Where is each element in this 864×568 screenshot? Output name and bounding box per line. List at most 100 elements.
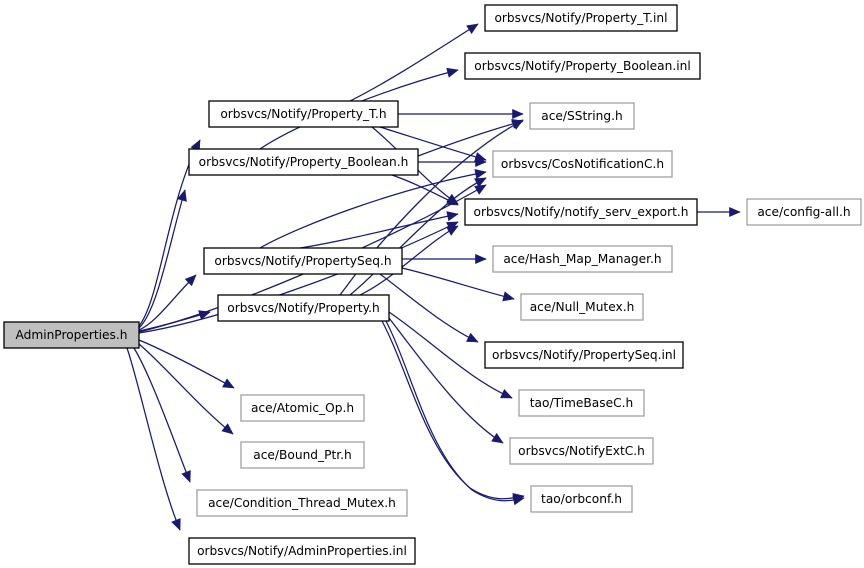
node-label: ace/Atomic_Op.h [251, 401, 354, 415]
node-sstring[interactable]: ace/SString.h [529, 102, 635, 130]
edge-line [126, 347, 181, 531]
node-atomic_op[interactable]: ace/Atomic_Op.h [240, 394, 365, 422]
node-admin_inl[interactable]: orbsvcs/Notify/AdminProperties.inl [188, 537, 416, 565]
node-prop_h[interactable]: orbsvcs/Notify/Property.h [217, 294, 390, 322]
node-rect[interactable] [240, 441, 365, 469]
node-null_mutex[interactable]: ace/Null_Mutex.h [520, 293, 644, 321]
node-rect[interactable] [520, 293, 644, 321]
edge-prop_t_h-to-sstring [398, 108, 524, 120]
node-prop_b_inl[interactable]: orbsvcs/Notify/Property_Boolean.inl [464, 52, 701, 80]
edge-admin-to-bound_ptr [138, 343, 234, 435]
edge-arrowhead [171, 518, 181, 531]
edge-propseq_h-to-propseq_inl [379, 273, 479, 343]
edge-arrowhead [446, 211, 459, 222]
node-rect[interactable] [484, 341, 684, 369]
edge-arrowhead [512, 108, 524, 120]
node-timebase[interactable]: tao/TimeBaseC.h [518, 389, 645, 417]
node-rect[interactable] [188, 537, 416, 565]
edge-prop_h-to-notifyext [388, 317, 504, 444]
node-rect[interactable] [208, 100, 399, 128]
edge-arrowhead [511, 119, 524, 130]
node-rect[interactable] [196, 489, 408, 517]
edge-line [299, 213, 459, 249]
node-rect[interactable] [464, 198, 698, 226]
node-label: orbsvcs/Notify/Property_Boolean.inl [474, 59, 690, 73]
node-prop_bool_h[interactable]: orbsvcs/Notify/Property_Boolean.h [188, 148, 419, 176]
edge-arrowhead [475, 253, 487, 265]
node-rect[interactable] [518, 389, 645, 417]
node-rect[interactable] [492, 245, 673, 273]
node-prop_t_inl[interactable]: orbsvcs/Notify/Property_T.inl [484, 4, 678, 32]
node-propseq_h[interactable]: orbsvcs/Notify/PropertySeq.h [203, 247, 403, 275]
node-rect[interactable] [509, 437, 654, 465]
node-label: ace/Bound_Ptr.h [253, 448, 352, 462]
edge-arrowhead [491, 432, 504, 444]
edge-line [259, 171, 487, 249]
edge-line [138, 343, 234, 435]
edge-arrowhead [446, 67, 459, 78]
edge-propseq_h-to-hashmap [402, 253, 487, 265]
edge-line [133, 347, 191, 483]
edge-line [379, 273, 479, 343]
node-rect[interactable] [746, 198, 862, 226]
node-rect[interactable] [203, 247, 403, 275]
edge-line [388, 311, 513, 399]
node-rect[interactable] [464, 52, 701, 80]
node-label: ace/Null_Mutex.h [530, 300, 635, 314]
node-label: ace/Hash_Map_Manager.h [503, 252, 661, 266]
edge-arrowhead [729, 206, 741, 218]
node-label: orbsvcs/Notify/Property.h [227, 301, 379, 315]
edge-line [138, 221, 459, 334]
edge-arrowhead [446, 225, 459, 236]
node-serv_export[interactable]: orbsvcs/Notify/notify_serv_export.h [464, 198, 698, 226]
edge-admin-to-atomic_op [138, 339, 235, 389]
node-hashmap[interactable]: ace/Hash_Map_Manager.h [492, 245, 673, 273]
edge-arrowhead [466, 332, 479, 343]
edge-line [138, 311, 211, 332]
edge-propseq_h-to-serv_export [299, 211, 459, 249]
node-label: tao/TimeBaseC.h [530, 396, 633, 410]
node-cosnotif[interactable]: orbsvcs/CosNotificationC.h [492, 150, 673, 178]
edge-prop_t_h-to-prop_t_inl [349, 23, 479, 102]
edge-arrowhead [181, 470, 191, 483]
edge-line [379, 126, 487, 161]
edge-arrowhead [474, 169, 487, 179]
node-rect[interactable] [240, 394, 365, 422]
edge-propseq_h-to-cosnotif [259, 169, 487, 249]
edge-line [381, 320, 525, 500]
node-propseq_inl[interactable]: orbsvcs/Notify/PropertySeq.inl [484, 341, 684, 369]
node-rect[interactable] [492, 150, 673, 178]
node-label: orbsvcs/Notify/PropertySeq.h [214, 254, 391, 268]
node-rect[interactable] [529, 102, 635, 130]
node-label: orbsvcs/Notify/AdminProperties.inl [197, 544, 407, 558]
edge-line [401, 267, 515, 300]
node-cond_mutex[interactable]: ace/Condition_Thread_Mutex.h [196, 489, 408, 517]
node-rect[interactable] [3, 321, 140, 349]
node-bound_ptr[interactable]: ace/Bound_Ptr.h [240, 441, 365, 469]
node-rect[interactable] [484, 4, 678, 32]
edge-prop_h-to-timebase [388, 311, 513, 399]
node-config_all[interactable]: ace/config-all.h [746, 198, 862, 226]
node-prop_t_h[interactable]: orbsvcs/Notify/Property_T.h [208, 100, 399, 128]
edge-serv_export-to-config_all [697, 206, 741, 218]
node-admin[interactable]: AdminProperties.h [3, 321, 140, 349]
edge-line [385, 320, 525, 502]
node-rect[interactable] [188, 148, 419, 176]
node-notifyext[interactable]: orbsvcs/NotifyExtC.h [509, 437, 654, 465]
node-rect[interactable] [217, 294, 390, 322]
edge-admin-to-propseq_h [138, 274, 197, 331]
edge-line [417, 120, 524, 157]
node-label: AdminProperties.h [15, 328, 127, 342]
edge-arrowhead [466, 23, 479, 35]
node-rect[interactable] [530, 485, 633, 513]
node-label: ace/config-all.h [757, 205, 850, 219]
node-label: orbsvcs/Notify/notify_serv_export.h [473, 205, 688, 219]
edge-arrowhead [500, 388, 513, 399]
node-label: orbsvcs/Notify/PropertySeq.inl [492, 348, 676, 362]
edge-line [359, 225, 459, 296]
edge-propseq_h-to-null_mutex [401, 267, 515, 302]
node-orbconf[interactable]: tao/orbconf.h [530, 485, 633, 513]
node-label: tao/orbconf.h [541, 492, 622, 506]
edge-admin-to-cond_mutex [133, 347, 191, 483]
